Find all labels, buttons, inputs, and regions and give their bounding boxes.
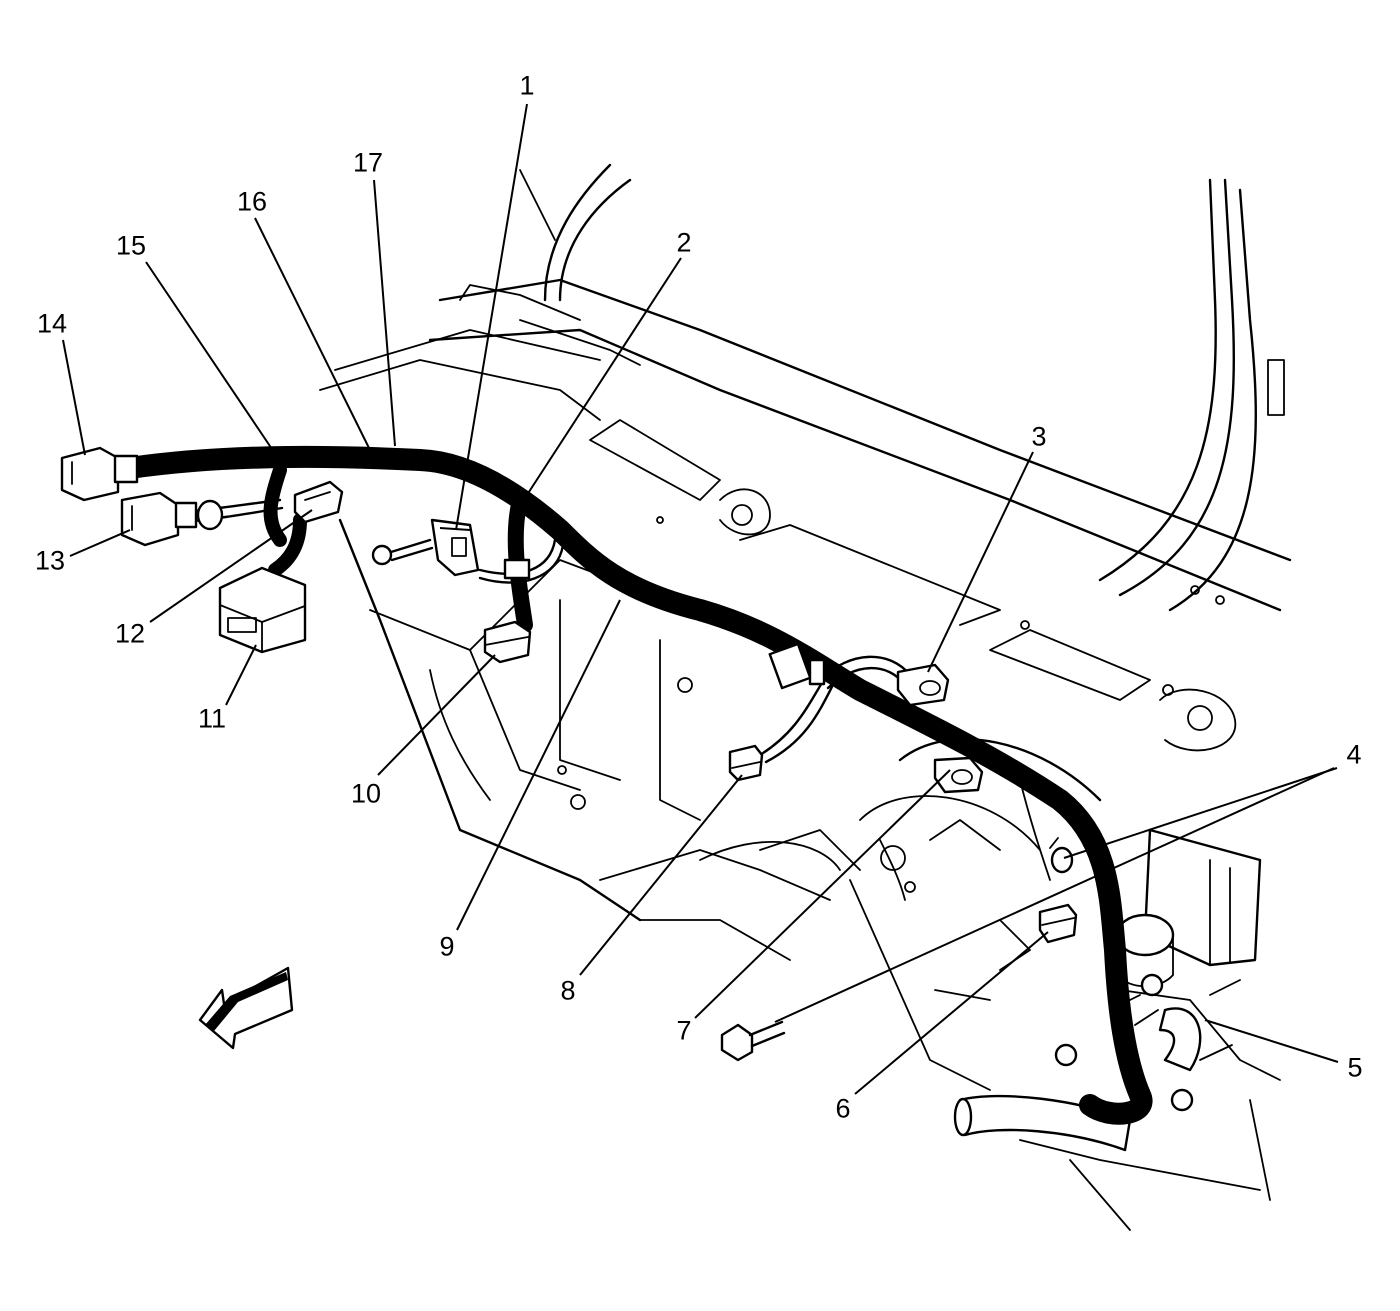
- connector-12-icon: [293, 480, 344, 524]
- callout-12: 12: [114, 618, 146, 649]
- callout-5: 5: [1347, 1052, 1363, 1083]
- connector-8-icon: [728, 744, 764, 782]
- connector-6-icon: [1038, 903, 1078, 944]
- callout-10: 10: [350, 778, 382, 809]
- callout-3: 3: [1031, 421, 1047, 452]
- connector-14-icon: [60, 446, 139, 502]
- callout-15: 15: [115, 230, 147, 261]
- callout-16: 16: [236, 186, 268, 217]
- connector-13-icon: [120, 491, 224, 547]
- bracket-1-icon: [430, 518, 480, 577]
- connector-3-icon: [896, 663, 950, 707]
- callout-17: 17: [352, 147, 384, 178]
- callout-6: 6: [835, 1093, 851, 1124]
- callout-2: 2: [676, 227, 692, 258]
- callout-11: 11: [197, 703, 227, 734]
- clip-4-icon: [1049, 837, 1074, 874]
- bolt-5-icon: [720, 1020, 786, 1062]
- connector-7-icon: [933, 756, 984, 794]
- callout-14: 14: [36, 308, 68, 339]
- callout-4: 4: [1346, 739, 1362, 770]
- callout-leaders: [62, 103, 1339, 1095]
- connectors: [60, 446, 1078, 1062]
- bolt-icon: [371, 538, 434, 566]
- connector-10-icon: [483, 620, 532, 664]
- front-direction-arrow-icon: [198, 966, 294, 1050]
- callout-7: 7: [676, 1015, 692, 1046]
- callout-13: 13: [34, 545, 66, 576]
- callout-1: 1: [519, 70, 535, 101]
- vehicle-body-structure: [319, 163, 1292, 1231]
- callout-8: 8: [560, 975, 576, 1006]
- callout-9: 9: [439, 931, 455, 962]
- connector-11-icon: [218, 566, 307, 654]
